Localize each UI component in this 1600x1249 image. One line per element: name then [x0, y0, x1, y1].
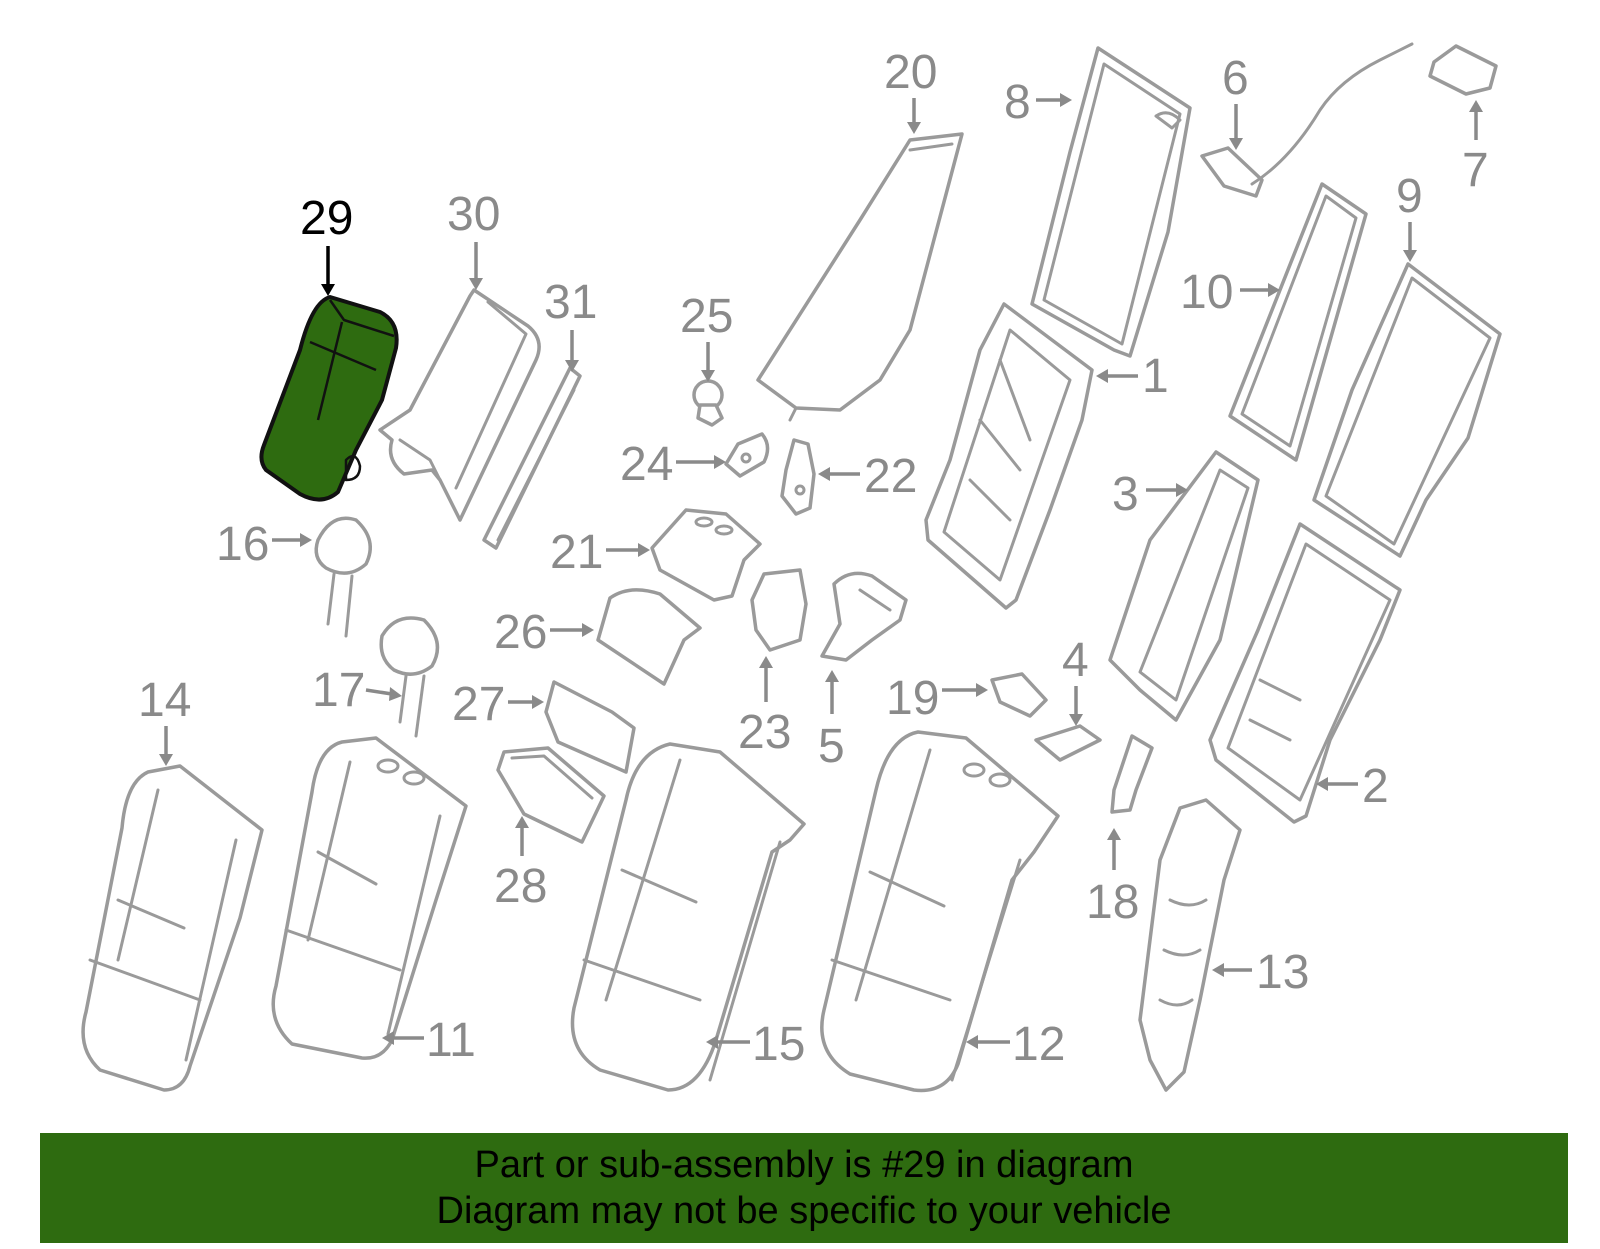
part-29-armrest[interactable]: [259, 295, 399, 502]
callout-15[interactable]: 15: [706, 1018, 805, 1071]
svg-text:30: 30: [447, 188, 500, 241]
svg-text:13: 13: [1256, 946, 1309, 999]
callout-24[interactable]: 24: [620, 438, 726, 491]
part-31-trim-strip: [482, 366, 582, 550]
banner-line-1: Part or sub-assembly is #29 in diagram: [474, 1144, 1134, 1186]
callout-25[interactable]: 25: [680, 290, 733, 382]
part-16-headrest: [314, 516, 372, 638]
callout-17[interactable]: 17: [312, 664, 402, 717]
svg-text:18: 18: [1086, 876, 1139, 929]
svg-text:31: 31: [544, 276, 597, 329]
svg-text:12: 12: [1012, 1018, 1065, 1071]
part-8-back-panel: [1030, 46, 1192, 358]
callout-12[interactable]: 12: [966, 1018, 1065, 1071]
callout-14[interactable]: 14: [138, 674, 191, 766]
svg-text:1: 1: [1142, 350, 1169, 403]
callout-26[interactable]: 26: [494, 606, 594, 659]
callout-28[interactable]: 28: [494, 816, 547, 913]
callout-19[interactable]: 19: [886, 672, 988, 725]
part-22-bracket: [780, 438, 816, 516]
svg-text:6: 6: [1222, 52, 1249, 105]
callout-13[interactable]: 13: [1212, 946, 1309, 999]
callout-7[interactable]: 7: [1462, 100, 1489, 197]
svg-text:24: 24: [620, 438, 673, 491]
banner-line-2: Diagram may not be specific to your vehi…: [436, 1190, 1172, 1232]
svg-text:17: 17: [312, 664, 365, 717]
part-27-bracket: [544, 680, 636, 774]
callout-30[interactable]: 30: [447, 188, 500, 290]
part-3-frame: [1108, 450, 1260, 722]
callout-11[interactable]: 11: [382, 1014, 476, 1067]
svg-text:28: 28: [494, 860, 547, 913]
callout-21[interactable]: 21: [550, 526, 650, 579]
svg-text:27: 27: [452, 678, 505, 731]
callout-3[interactable]: 3: [1112, 468, 1188, 521]
svg-text:10: 10: [1180, 266, 1233, 319]
svg-text:19: 19: [886, 672, 939, 725]
svg-text:7: 7: [1462, 144, 1489, 197]
callout-23[interactable]: 23: [738, 656, 791, 759]
part-23-bracket: [750, 568, 808, 652]
callout-4[interactable]: 4: [1062, 634, 1089, 726]
part-20-pad: [756, 132, 964, 422]
callout-8[interactable]: 8: [1004, 76, 1072, 129]
callout-1[interactable]: 1: [1096, 350, 1169, 403]
svg-text:20: 20: [884, 46, 937, 99]
svg-text:2: 2: [1362, 760, 1389, 813]
callout-18[interactable]: 18: [1086, 828, 1139, 929]
svg-text:29: 29: [300, 192, 353, 245]
part-6-cable: [1200, 42, 1414, 198]
callout-6[interactable]: 6: [1222, 52, 1249, 150]
callout-31[interactable]: 31: [544, 276, 597, 372]
part-26-panel: [596, 588, 702, 686]
part-30-armrest-frame: [378, 288, 541, 522]
part-7-clip: [1428, 44, 1498, 96]
svg-text:11: 11: [426, 1014, 476, 1067]
callout-29[interactable]: 29: [300, 192, 353, 296]
svg-text:25: 25: [680, 290, 733, 343]
part-21-cover: [650, 508, 762, 602]
svg-text:14: 14: [138, 674, 191, 727]
callout-22[interactable]: 22: [818, 450, 917, 503]
svg-text:8: 8: [1004, 76, 1031, 129]
part-12-seat-cover: [820, 730, 1060, 1093]
svg-text:23: 23: [738, 706, 791, 759]
part-28-tray: [496, 746, 606, 844]
part-4-bracket: [1034, 724, 1102, 762]
part-24-bracket: [724, 432, 770, 478]
svg-text:26: 26: [494, 606, 547, 659]
callout-10[interactable]: 10: [1180, 266, 1280, 319]
part-17-headrest: [379, 616, 440, 738]
svg-text:5: 5: [818, 720, 845, 773]
svg-text:4: 4: [1062, 634, 1089, 687]
callout-5[interactable]: 5: [818, 670, 845, 773]
callout-27[interactable]: 27: [452, 678, 544, 731]
part-1-seatback-frame: [924, 302, 1094, 610]
part-13-panel: [1138, 798, 1242, 1092]
svg-text:22: 22: [864, 450, 917, 503]
part-5-bracket: [820, 571, 908, 662]
part-2-frame: [1208, 522, 1402, 824]
callout-2[interactable]: 2: [1316, 760, 1389, 813]
callout-20[interactable]: 20: [884, 46, 937, 134]
callout-9[interactable]: 9: [1396, 170, 1423, 262]
part-10-panel: [1228, 182, 1368, 462]
part-19-bracket: [990, 672, 1048, 718]
part-14-seat-cover: [81, 764, 264, 1092]
svg-text:16: 16: [216, 518, 269, 571]
part-18-post: [1110, 734, 1154, 814]
info-banner: Part or sub-assembly is #29 in diagram D…: [40, 1133, 1568, 1243]
svg-text:15: 15: [752, 1018, 805, 1071]
part-11-seat-cover: [271, 736, 468, 1060]
part-9-panel: [1312, 262, 1502, 558]
part-25-clip: [692, 379, 724, 427]
svg-text:9: 9: [1396, 170, 1423, 223]
svg-text:21: 21: [550, 526, 603, 579]
callout-16[interactable]: 16: [216, 518, 312, 571]
svg-text:3: 3: [1112, 468, 1139, 521]
